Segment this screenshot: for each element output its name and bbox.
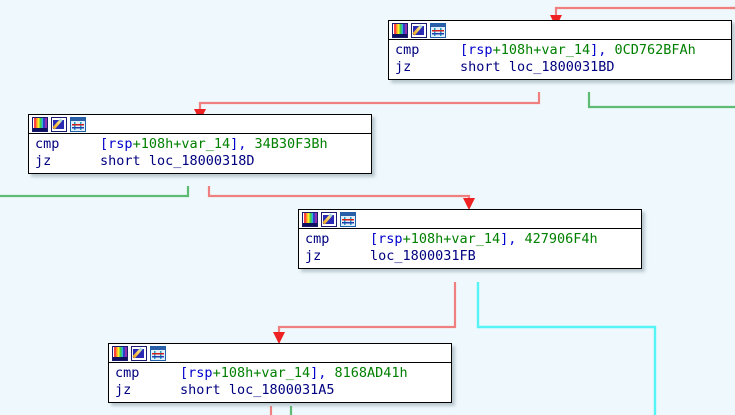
graph-node[interactable]: cmp [rsp+108h+var_14], 0CD762BFAh jz sho… bbox=[388, 20, 732, 80]
asm-open-bracket: [ bbox=[180, 365, 189, 381]
edge-node3-false-to-node4 bbox=[277, 282, 457, 335]
node-titlebar[interactable] bbox=[29, 115, 371, 134]
asm-mnemonic: jz bbox=[35, 153, 52, 169]
asm-gap bbox=[321, 248, 370, 264]
edge-node3-true-out bbox=[476, 282, 657, 415]
asm-mnemonic: cmp bbox=[395, 42, 420, 58]
asm-operand-separator: , bbox=[598, 42, 615, 58]
asm-qualifier: short bbox=[100, 153, 141, 169]
edit-comment-icon[interactable] bbox=[321, 212, 337, 227]
asm-immediate: 34B30F3Bh bbox=[254, 136, 328, 152]
asm-close-bracket: ] bbox=[310, 365, 319, 381]
asm-line: cmp [rsp+108h+var_14], 427906F4h bbox=[305, 231, 635, 248]
asm-open-bracket: [ bbox=[460, 42, 469, 58]
color-palette-icon[interactable] bbox=[392, 23, 408, 38]
asm-stack-offset: +108h+var_14 bbox=[492, 42, 591, 58]
asm-gap bbox=[59, 136, 100, 152]
asm-stack-offset: +108h+var_14 bbox=[212, 365, 311, 381]
asm-branch-target[interactable]: loc_18000318D bbox=[148, 153, 255, 169]
asm-stack-offset: +108h+var_14 bbox=[402, 231, 501, 247]
asm-operand-separator: , bbox=[238, 136, 255, 152]
color-palette-icon[interactable] bbox=[302, 212, 318, 227]
graph-node[interactable]: cmp [rsp+108h+var_14], 8168AD41h jz shor… bbox=[108, 343, 452, 403]
asm-line: jz short loc_1800031A5 bbox=[115, 382, 445, 399]
asm-mnemonic: cmp bbox=[305, 231, 330, 247]
asm-gap bbox=[329, 231, 370, 247]
asm-base-register: rsp bbox=[468, 42, 493, 58]
asm-branch-target[interactable]: loc_1800031A5 bbox=[228, 382, 335, 398]
graph-layout-icon[interactable] bbox=[340, 212, 356, 227]
asm-mnemonic: cmp bbox=[115, 365, 140, 381]
asm-mnemonic: jz bbox=[115, 382, 132, 398]
color-palette-icon[interactable] bbox=[32, 117, 48, 132]
node-body: cmp [rsp+108h+var_14], 34B30F3Bh jz shor… bbox=[29, 134, 371, 173]
asm-mnemonic: jz bbox=[305, 248, 322, 264]
graph-node[interactable]: cmp [rsp+108h+var_14], 34B30F3Bh jz shor… bbox=[28, 114, 372, 174]
asm-gap bbox=[221, 382, 229, 398]
node-body: cmp [rsp+108h+var_14], 0CD762BFAh jz sho… bbox=[389, 40, 731, 79]
node-titlebar[interactable] bbox=[389, 21, 731, 40]
edit-comment-icon[interactable] bbox=[411, 23, 427, 38]
graph-layout-icon[interactable] bbox=[150, 346, 166, 361]
asm-gap bbox=[419, 42, 460, 58]
asm-branch-target[interactable]: loc_1800031FB bbox=[370, 248, 476, 264]
graph-layout-icon[interactable] bbox=[70, 117, 86, 132]
edit-comment-icon[interactable] bbox=[131, 346, 147, 361]
color-palette-icon[interactable] bbox=[112, 346, 128, 361]
asm-immediate: 0CD762BFAh bbox=[614, 42, 696, 58]
asm-line: jz short loc_1800031BD bbox=[395, 59, 725, 76]
edit-comment-icon[interactable] bbox=[51, 117, 67, 132]
asm-stack-offset: +108h+var_14 bbox=[132, 136, 231, 152]
edge-node1-true-out bbox=[587, 92, 735, 109]
node-titlebar[interactable] bbox=[299, 210, 641, 229]
asm-gap bbox=[141, 153, 149, 169]
asm-gap bbox=[131, 382, 180, 398]
asm-operand-separator: , bbox=[318, 365, 335, 381]
asm-branch-target[interactable]: loc_1800031BD bbox=[508, 59, 615, 75]
edge-node1-false-to-node2 bbox=[198, 92, 541, 112]
asm-line: cmp [rsp+108h+var_14], 34B30F3Bh bbox=[35, 136, 365, 153]
asm-line: cmp [rsp+108h+var_14], 0CD762BFAh bbox=[395, 42, 725, 59]
asm-gap bbox=[51, 153, 100, 169]
asm-immediate: 427906F4h bbox=[524, 231, 598, 247]
asm-gap bbox=[411, 59, 460, 75]
graph-node[interactable]: cmp [rsp+108h+var_14], 427906F4h jz loc_… bbox=[298, 209, 642, 269]
asm-close-bracket: ] bbox=[590, 42, 599, 58]
asm-open-bracket: [ bbox=[370, 231, 379, 247]
asm-close-bracket: ] bbox=[500, 231, 509, 247]
asm-gap bbox=[139, 365, 180, 381]
asm-line: jz short loc_18000318D bbox=[35, 153, 365, 170]
asm-base-register: rsp bbox=[188, 365, 213, 381]
node-body: cmp [rsp+108h+var_14], 8168AD41h jz shor… bbox=[109, 363, 451, 402]
asm-open-bracket: [ bbox=[100, 136, 109, 152]
edge-node2-true-out bbox=[0, 186, 190, 198]
asm-base-register: rsp bbox=[108, 136, 133, 152]
asm-mnemonic: jz bbox=[395, 59, 412, 75]
asm-line: cmp [rsp+108h+var_14], 8168AD41h bbox=[115, 365, 445, 382]
asm-qualifier: short bbox=[180, 382, 221, 398]
edge-node2-false-to-node3 bbox=[207, 186, 471, 200]
graph-layout-icon[interactable] bbox=[430, 23, 446, 38]
asm-mnemonic: cmp bbox=[35, 136, 60, 152]
asm-gap bbox=[501, 59, 509, 75]
node-body: cmp [rsp+108h+var_14], 427906F4h jz loc_… bbox=[299, 229, 641, 268]
asm-operand-separator: , bbox=[508, 231, 525, 247]
asm-close-bracket: ] bbox=[230, 136, 239, 152]
asm-immediate: 8168AD41h bbox=[334, 365, 408, 381]
edge-incoming-node1 bbox=[554, 6, 735, 18]
node-titlebar[interactable] bbox=[109, 344, 451, 363]
asm-base-register: rsp bbox=[378, 231, 403, 247]
asm-qualifier: short bbox=[460, 59, 501, 75]
asm-line: jz loc_1800031FB bbox=[305, 248, 635, 265]
